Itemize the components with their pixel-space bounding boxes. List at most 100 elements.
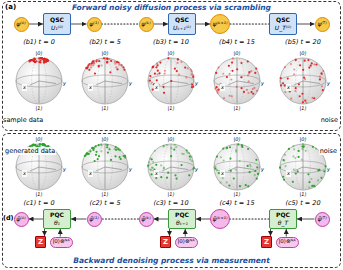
dotted-connector <box>102 23 139 24</box>
arrow-connector <box>297 24 315 25</box>
panel-label: (b2) t = 5 <box>89 38 121 46</box>
sample-point <box>163 145 165 147</box>
sample-point <box>176 62 178 64</box>
dotted-connector <box>230 23 269 24</box>
node-text: θ₁ <box>54 219 60 227</box>
sample-point <box>216 155 218 157</box>
sample-point <box>163 92 165 94</box>
sample-point <box>42 143 44 145</box>
sample-point <box>233 177 235 179</box>
measurement-box: Z <box>160 236 171 248</box>
sample-point <box>305 101 307 103</box>
axis-label: y <box>261 80 264 87</box>
bloch-sphere <box>16 57 62 104</box>
sample-point <box>255 67 257 69</box>
sample-point <box>256 166 258 168</box>
state-circle: ψ⁽ᵀ⁾ <box>315 17 330 32</box>
sample-point <box>39 60 41 62</box>
sample-point <box>87 66 89 68</box>
dotted-connector <box>230 218 269 219</box>
node-text: ψ⁽ᵏ⁾ <box>141 20 150 28</box>
sample-point <box>170 155 172 157</box>
axis-label: x <box>220 170 225 177</box>
sample-point <box>94 72 96 74</box>
state-circle: ψ̃⁽ᵏ⁾ <box>139 212 154 227</box>
sample-point <box>225 147 227 149</box>
sample-point <box>159 61 161 63</box>
y-axis <box>105 167 122 170</box>
sample-point <box>163 167 165 169</box>
sample-point <box>190 68 192 70</box>
sample-point <box>214 166 216 168</box>
sample-point <box>40 57 42 59</box>
scrambling-box: QSCU_T⁽⁰⁾ <box>269 13 297 35</box>
sample-point <box>293 73 295 75</box>
node-text: |0⟩⊗ᴺᴬ <box>52 238 69 246</box>
sample-point <box>151 167 153 169</box>
sample-point <box>236 68 238 70</box>
sample-point <box>240 76 242 78</box>
sample-point <box>319 75 321 77</box>
sample-point <box>189 158 191 160</box>
axis-label: |1⟩ <box>300 105 307 112</box>
sample-point <box>313 185 315 187</box>
sample-point <box>123 69 125 71</box>
sample-point <box>192 76 194 78</box>
sample-point <box>317 179 319 181</box>
sample-point <box>155 164 157 166</box>
sample-point <box>115 146 117 148</box>
sample-point <box>240 62 242 64</box>
sample-point <box>226 181 228 183</box>
sample-point <box>256 178 258 180</box>
axis-label: y <box>129 166 132 173</box>
sample-point <box>152 66 154 68</box>
sample-point <box>152 65 154 67</box>
sample-point <box>308 187 310 189</box>
node-text: ψ⁽¹⁾ <box>89 20 98 28</box>
sample-point <box>292 155 294 157</box>
sample-point <box>305 150 307 152</box>
axis-label: |1⟩ <box>300 191 307 198</box>
sample-point <box>232 57 234 59</box>
sample-point <box>294 157 296 159</box>
sample-point <box>42 143 44 145</box>
sample-point <box>160 176 162 178</box>
sample-point <box>87 64 89 66</box>
y-axis <box>105 81 122 84</box>
sample-point <box>313 97 315 99</box>
sample-point <box>322 89 324 91</box>
state-circle: ψ̃⁽ᵏ⁺¹⁾ <box>210 209 230 229</box>
sample-point <box>84 155 86 157</box>
dashed-panel: (a)Forward noisy diffusion process via s… <box>2 1 341 131</box>
node-text: θₖ₊₁ <box>176 219 188 227</box>
sample-point <box>95 151 97 153</box>
sample-point <box>192 168 194 170</box>
sample-point <box>167 172 169 174</box>
axis-label: |1⟩ <box>234 191 241 198</box>
x-axis <box>294 167 303 171</box>
sample-point <box>230 170 232 172</box>
sample-point <box>315 148 317 150</box>
sample-point <box>245 184 247 186</box>
sample-point <box>280 77 282 79</box>
x-axis <box>96 81 105 85</box>
sample-point <box>301 159 303 161</box>
arrow-connector <box>154 24 169 25</box>
sample-point <box>312 146 314 148</box>
sample-point <box>304 99 306 101</box>
sample-point <box>100 144 102 146</box>
bloch-sphere <box>82 57 128 104</box>
sample-point <box>184 66 186 68</box>
sample-point <box>181 153 183 155</box>
sample-point <box>190 73 192 75</box>
axis-label: y <box>327 80 330 87</box>
sample-point <box>162 146 164 148</box>
sample-point <box>322 70 324 72</box>
axis-label: x <box>154 170 159 177</box>
sample-point <box>237 143 239 145</box>
axis-label: x <box>154 84 159 91</box>
sample-point <box>292 181 294 183</box>
sample-point <box>98 65 100 67</box>
arrow-connector <box>60 229 61 237</box>
sample-point <box>228 185 230 187</box>
